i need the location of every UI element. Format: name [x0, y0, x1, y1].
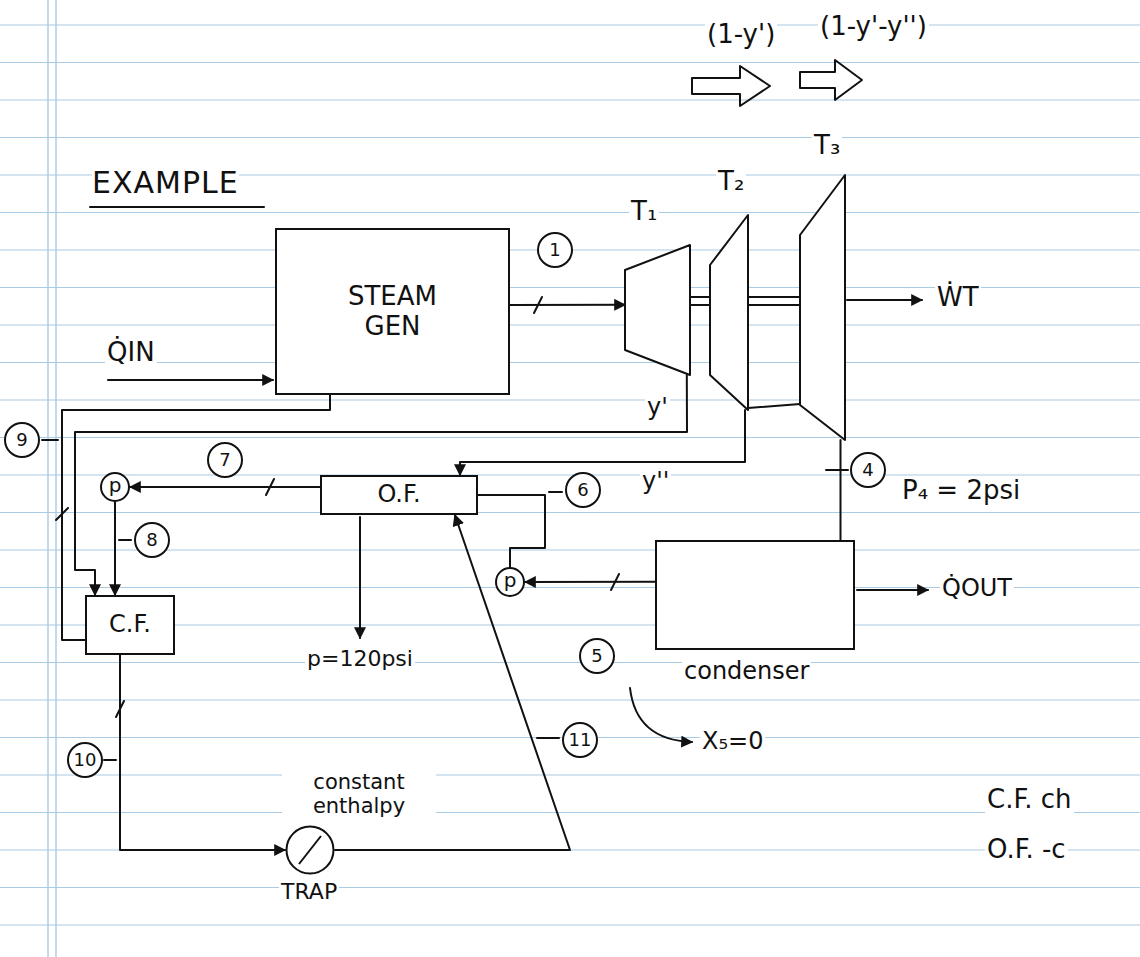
trap-circle — [287, 827, 334, 874]
callout-number: 10 — [67, 742, 103, 778]
turbine-outline — [800, 175, 845, 440]
ruled-line — [0, 887, 1140, 888]
ruled-line — [0, 137, 1140, 138]
ruled-line — [0, 212, 1140, 213]
node-text: p — [504, 570, 517, 590]
note-label: (1-y'-y'') — [818, 12, 929, 42]
trap-symbol — [285, 825, 335, 875]
turbine: T₃ — [800, 175, 845, 440]
note-label: O.F. -c — [985, 835, 1068, 865]
callout-number: 4 — [850, 452, 886, 488]
heat-in-arrow — [108, 379, 273, 381]
ruled-line — [0, 924, 1140, 925]
leader-line — [42, 439, 58, 441]
turbine-shape — [710, 215, 748, 410]
callout-number: 11 — [562, 722, 598, 758]
leader-line — [104, 759, 116, 761]
flow-line — [75, 375, 687, 595]
note-label: X₅=0 — [700, 728, 765, 756]
ruled-line — [0, 512, 1140, 513]
node-label: condenser — [682, 658, 811, 686]
turbine-shape — [625, 245, 690, 375]
pump-circle: p — [495, 567, 525, 597]
flow-line — [840, 440, 842, 540]
ruled-line — [0, 662, 1140, 663]
ruled-line — [0, 324, 1140, 325]
ruled-line — [0, 24, 1140, 25]
margin-line — [55, 0, 56, 957]
pointer-arrow — [630, 688, 692, 742]
ruled-line — [0, 774, 1140, 775]
callout-number: 9 — [4, 422, 40, 458]
flow-line — [130, 486, 320, 488]
ruled-line — [0, 549, 1140, 550]
turbine-shaft — [748, 297, 800, 305]
node-label: TRAP — [279, 879, 339, 904]
turbine-outline — [625, 245, 690, 375]
ruled-line — [0, 399, 1140, 400]
note-label: Q̇IN — [105, 338, 157, 368]
title-text: EXAMPLE — [92, 166, 239, 199]
note-label: y'' — [640, 468, 671, 496]
turbine-casing-line — [748, 404, 800, 408]
ruled-line — [0, 699, 1140, 700]
node-label: T₂ — [716, 167, 746, 197]
flow-line — [460, 410, 745, 475]
ruled-line — [0, 62, 1140, 63]
ruled-line — [0, 99, 1140, 100]
pointer-arrow — [359, 517, 361, 638]
node-text: C.F. — [109, 611, 151, 639]
trap-slash — [299, 836, 321, 864]
turbine-shaft — [690, 297, 710, 305]
flow-line — [120, 655, 285, 850]
work-out-arrow — [847, 299, 922, 301]
turbine-outline — [710, 215, 748, 410]
ruled-line — [0, 362, 1140, 363]
note-label: (1-y') — [705, 20, 777, 50]
heat-out-arrow — [857, 589, 928, 591]
pump-circle: p — [100, 472, 130, 502]
node-text: p — [109, 475, 122, 495]
steam-trap: TRAP — [285, 825, 335, 875]
callout-number: 5 — [579, 638, 615, 674]
closed-feedwater-heater: C.F. — [85, 595, 175, 655]
callout-number: 7 — [207, 442, 243, 478]
node-text: STEAM GEN — [328, 282, 458, 342]
title-underline — [90, 206, 264, 208]
node-label: T₁ — [629, 197, 659, 227]
flow-line — [114, 502, 116, 595]
node-text: O.F. — [377, 481, 420, 509]
ruled-line — [0, 437, 1140, 438]
turbine-shape — [800, 175, 845, 440]
callout-number: 6 — [565, 472, 601, 508]
flow-line — [510, 304, 625, 306]
callout-number: 1 — [537, 232, 573, 268]
steam-generator-box: STEAM GEN — [275, 228, 510, 395]
hollow-arrow — [692, 66, 770, 106]
ruled-line — [0, 812, 1140, 813]
open-feedwater-heater: O.F. — [320, 475, 478, 515]
turbine: T₁ — [625, 245, 690, 375]
flow-line — [525, 581, 655, 583]
note-label: y' — [645, 394, 670, 422]
note-label: constant enthalpy — [282, 770, 436, 818]
hollow-arrow — [800, 60, 862, 100]
note-label: C.F. ch — [985, 785, 1074, 815]
node-label: T₃ — [812, 131, 842, 161]
leader-line — [537, 737, 559, 739]
note-label: P₄ = 2psi — [900, 476, 1022, 506]
leader-line — [119, 539, 131, 541]
margin-line — [47, 0, 48, 957]
condenser-box: condenser — [655, 540, 855, 650]
leader-line — [826, 469, 848, 471]
note-label: p=120psi — [305, 646, 415, 671]
turbine: T₂ — [710, 215, 748, 410]
flow-line — [478, 495, 545, 567]
callout-number: 8 — [134, 522, 170, 558]
note-label: ẆT — [935, 283, 981, 313]
note-label: Q̇OUT — [940, 575, 1014, 603]
leader-line — [549, 491, 562, 493]
